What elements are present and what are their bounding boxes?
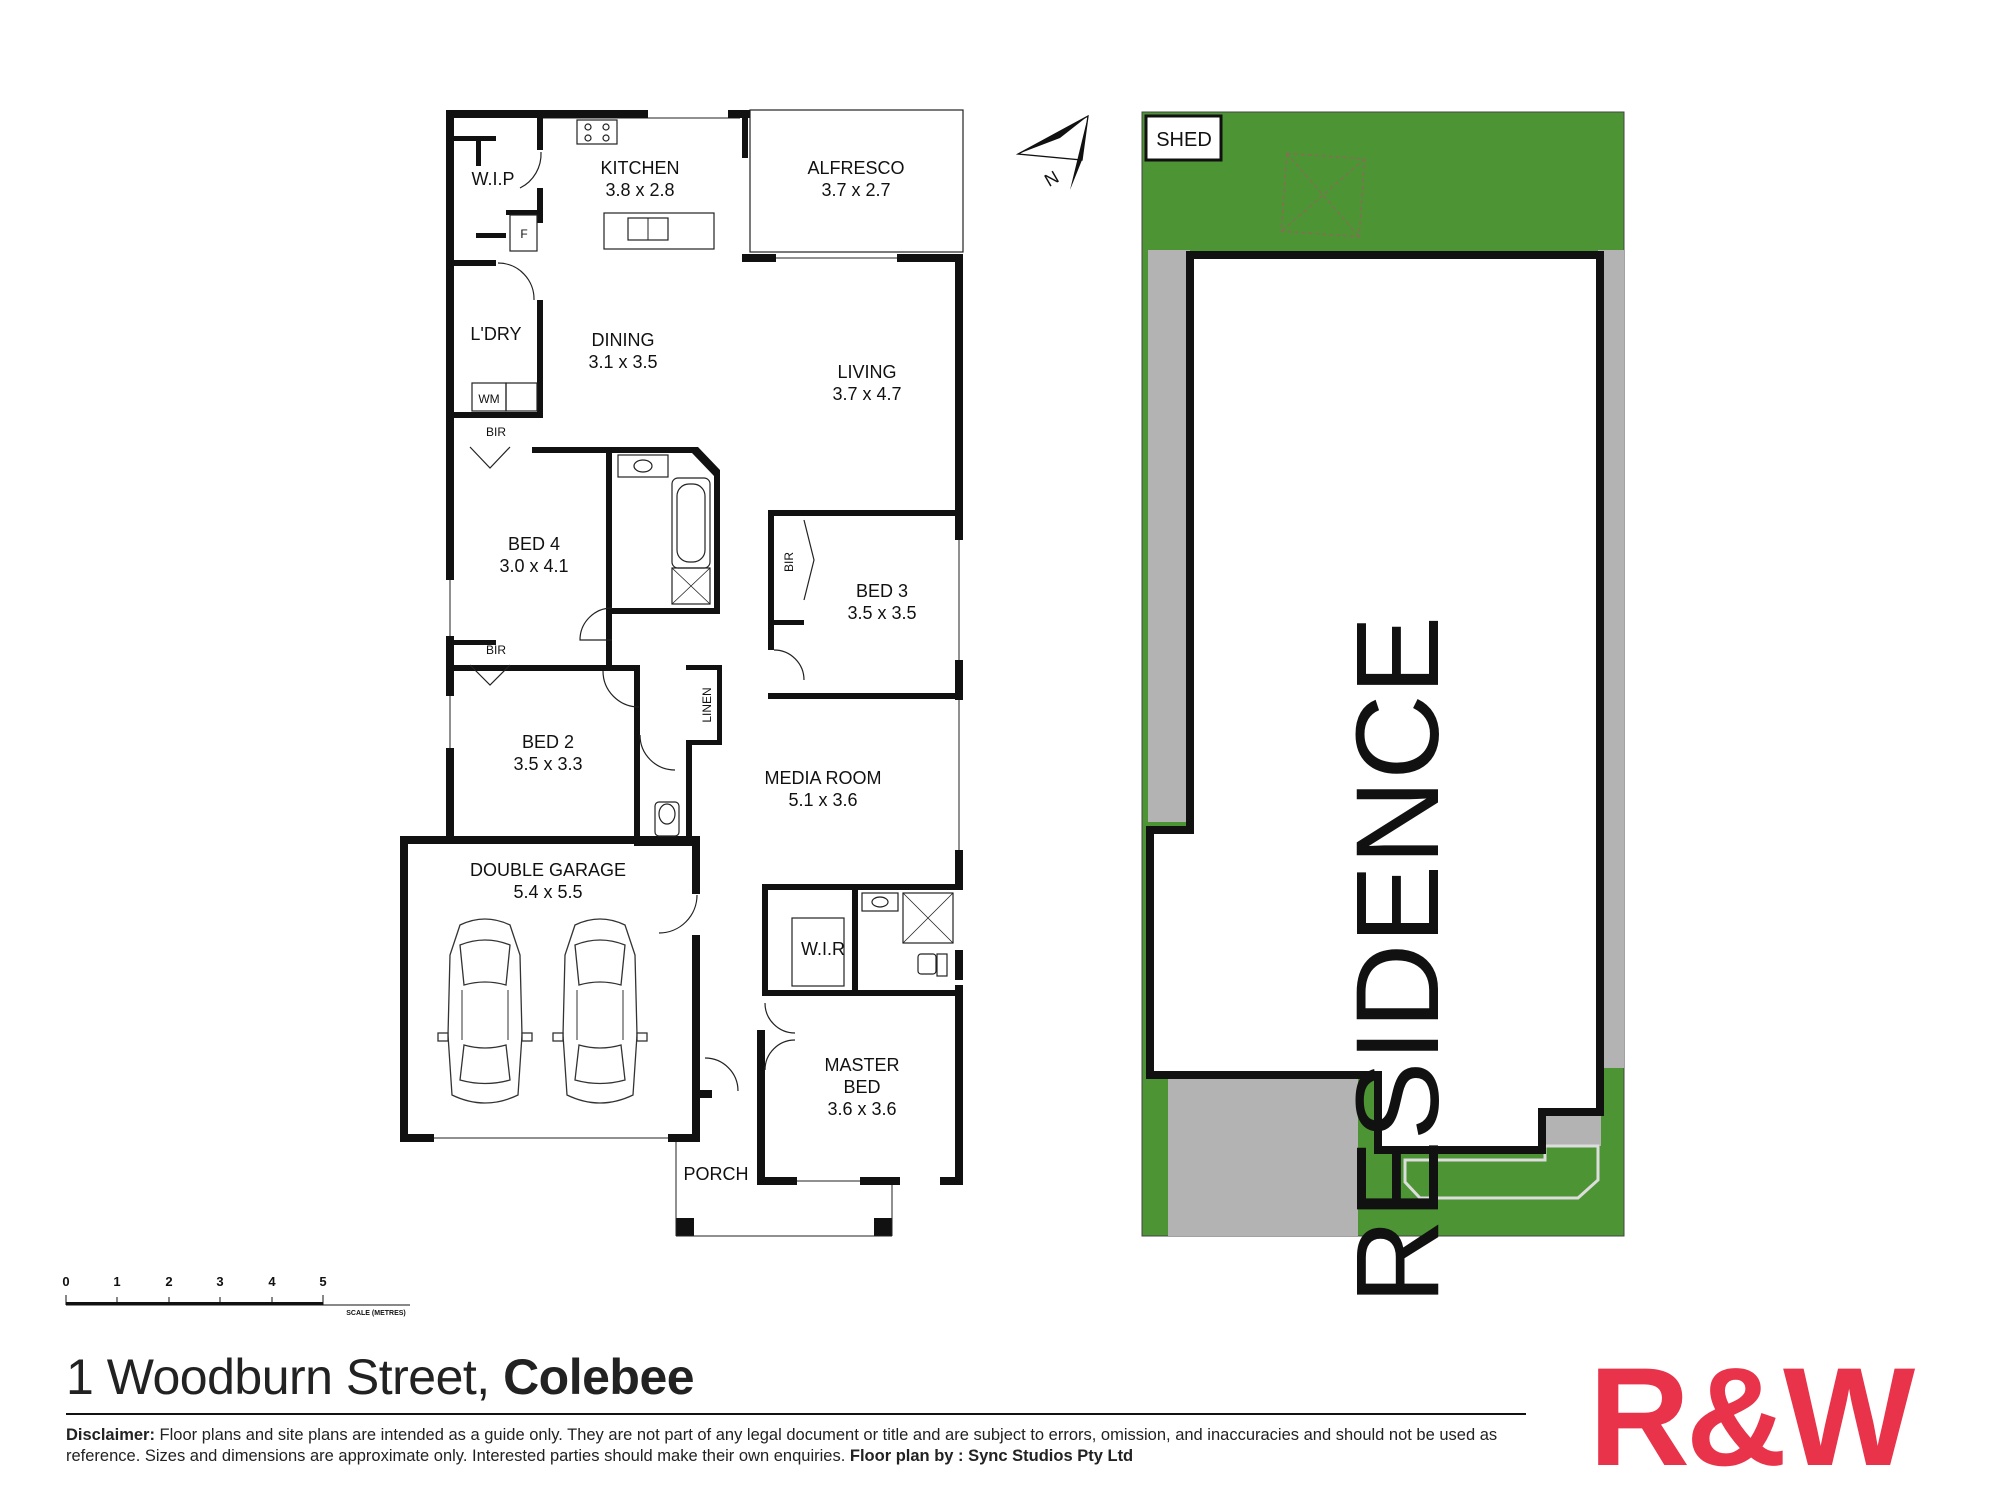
garage-cars [437, 918, 648, 1104]
wip-label: W.I.P [471, 169, 514, 189]
alfresco-label: ALFRESCO [807, 158, 904, 178]
floorplan-credit: Floor plan by : Sync Studios Pty Ltd [849, 1447, 1134, 1465]
scale-tick-5: 5 [319, 1274, 326, 1289]
scale-bar: 0 1 2 3 4 5 SCALE (METRES) [62, 1274, 410, 1317]
living-size: 3.7 x 4.7 [832, 384, 901, 404]
cooktop [576, 119, 618, 145]
toilet [654, 801, 680, 837]
bath-shower [671, 567, 711, 605]
media-label: MEDIA ROOM [764, 768, 881, 788]
bed3-label: BED 3 [856, 581, 908, 601]
laundry-tub [505, 382, 538, 412]
floor-plan: W.I.P F KITCHEN 3.8 x 2.8 ALFRESCO 3.7 x… [400, 109, 964, 1237]
scale-caption: SCALE (METRES) [346, 1310, 406, 1317]
shed [1144, 114, 1223, 162]
bed3-size: 3.5 x 3.5 [847, 603, 916, 623]
address-suburb: Colebee [503, 1349, 695, 1405]
master-label-line2: BED [843, 1077, 880, 1097]
ensuite-vanity [861, 892, 899, 912]
bed4-label: BED 4 [508, 534, 560, 554]
porch-paving [1545, 1116, 1601, 1146]
car-right-icon [552, 918, 648, 1104]
wir-label: W.I.R [801, 939, 845, 959]
north-label: N [1041, 167, 1062, 191]
inner-walls [446, 110, 962, 1098]
address-street: 1 Woodburn Street, [66, 1349, 490, 1405]
scale-tick-2: 2 [165, 1274, 172, 1289]
disclaimer: Disclaimer: Floor plans and site plans a… [66, 1425, 1536, 1467]
kitchen-label: KITCHEN [600, 158, 679, 178]
scale-tick-3: 3 [216, 1274, 223, 1289]
dining-label: DINING [592, 330, 655, 350]
address-divider [66, 1413, 1526, 1415]
driveway [1168, 1078, 1358, 1236]
wm-label: WM [478, 392, 499, 406]
alfresco-size: 3.7 x 2.7 [821, 180, 890, 200]
master-size: 3.6 x 3.6 [827, 1099, 896, 1119]
porch-outline [675, 1142, 893, 1237]
north-arrow-icon: N [1015, 114, 1089, 191]
media-size: 5.1 x 3.6 [788, 790, 857, 810]
site-plan: SHED RESIDENCE [1141, 111, 1625, 1304]
property-address: 1 Woodburn Street, Colebee [66, 1348, 695, 1406]
disclaimer-text: Floor plans and site plans are intended … [66, 1426, 1498, 1465]
disclaimer-label: Disclaimer: [66, 1426, 155, 1444]
residence-footprint [1146, 251, 1604, 1154]
front-garden-path [1403, 1144, 1600, 1200]
scale-tick-1: 1 [113, 1274, 120, 1289]
bed4-size: 3.0 x 4.1 [499, 556, 568, 576]
ensuite-toilet [917, 953, 937, 975]
bed2-size: 3.5 x 3.3 [513, 754, 582, 774]
garage-size: 5.4 x 5.5 [513, 882, 582, 902]
fridge-label: F [520, 227, 527, 241]
residence-label: RESIDENCE [1332, 616, 1464, 1304]
car-left-icon [437, 918, 533, 1104]
porch-label: PORCH [683, 1164, 748, 1184]
kitchen-island [603, 212, 715, 250]
scale-tick-4: 4 [268, 1274, 276, 1289]
alfresco-outline [749, 109, 964, 253]
scale-tick-0: 0 [62, 1274, 69, 1289]
outer-walls [400, 110, 963, 1236]
wir-shelving [791, 917, 845, 987]
fixtures [471, 119, 954, 987]
side-path-left [1148, 250, 1190, 822]
bed3-bir-label: BIR [782, 552, 796, 572]
living-label: LIVING [837, 362, 896, 382]
fridge [509, 214, 538, 252]
bed2-bir-label: BIR [486, 643, 506, 657]
master-label-line1: MASTER [824, 1055, 899, 1075]
door-swings [469, 151, 815, 1092]
bed4-bir-label: BIR [486, 425, 506, 439]
linen-label: LINEN [700, 687, 714, 722]
room-labels: W.I.P F KITCHEN 3.8 x 2.8 ALFRESCO 3.7 x… [470, 158, 917, 1184]
garage-label: DOUBLE GARAGE [470, 860, 626, 880]
vanity [617, 454, 669, 478]
bed2-label: BED 2 [522, 732, 574, 752]
dining-size: 3.1 x 3.5 [588, 352, 657, 372]
kitchen-size: 3.8 x 2.8 [605, 180, 674, 200]
rw-logo: R&W [1589, 1338, 1915, 1495]
outdoor-square-structure [1280, 152, 1366, 238]
ensuite-shower [902, 892, 954, 944]
shed-label: SHED [1156, 129, 1212, 151]
laundry-label: L'DRY [470, 324, 521, 344]
